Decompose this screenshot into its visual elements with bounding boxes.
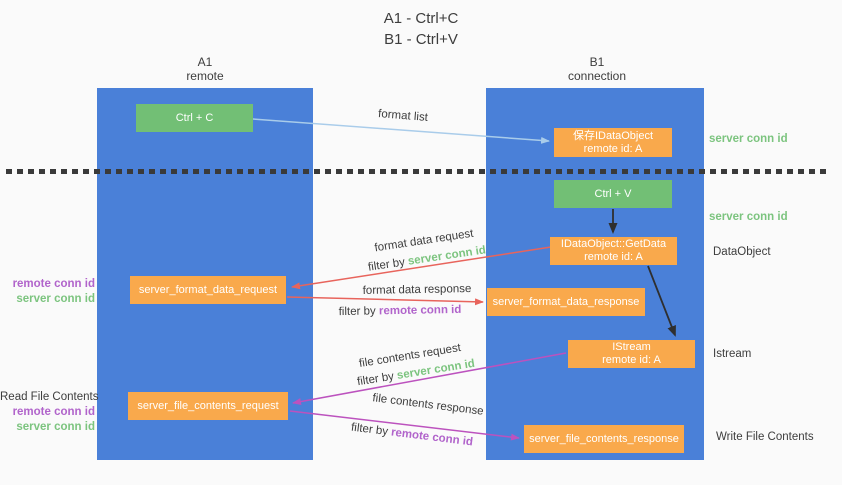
node-server-format-data-response-label: server_format_data_response (492, 295, 640, 308)
lane-b1-subtitle: connection (567, 69, 627, 83)
arrow-format-data-response (286, 296, 484, 306)
node-istream: IStream remote id: A (568, 340, 695, 368)
arrow-file-contents-request (292, 352, 567, 406)
node-save-idataobject: 保存IDataObject remote id: A (554, 128, 672, 157)
annotation-read-file-contents: Read File Contents (0, 391, 99, 403)
lane-b1-name: B1 (589, 55, 605, 69)
node-save-idataobject-line1: 保存IDataObject (572, 129, 654, 142)
remote-conn-id-text: remote conn id (378, 303, 462, 318)
arrow-getdata-to-istream (647, 265, 676, 337)
node-idataobject-getdata: IDataObject::GetData remote id: A (550, 237, 677, 265)
node-istream-line2: remote id: A (602, 354, 661, 366)
arrow-format-list (252, 118, 550, 144)
node-server-file-contents-request-label: server_file_contents_request (137, 399, 279, 412)
lane-a1-name: A1 (197, 55, 213, 69)
title-line-1: A1 - Ctrl+C (383, 10, 459, 27)
annotation-conn-ids-top: remote conn id server conn id (0, 277, 95, 307)
annotation-server-conn-id-1: server conn id (16, 293, 95, 305)
node-idataobject-getdata-line2: remote id: A (584, 251, 643, 263)
node-server-file-contents-response: server_file_contents_response (524, 425, 684, 453)
arrow-file-contents-response (289, 410, 520, 441)
annotation-server-conn-id-2: server conn id (16, 421, 95, 433)
node-ctrl-v-label: Ctrl + V (594, 187, 632, 200)
annotation-remote-conn-id-1: remote conn id (12, 278, 95, 290)
node-ctrl-v: Ctrl + V (554, 180, 672, 208)
arrow-format-data-request (291, 246, 552, 290)
node-server-format-data-request: server_format_data_request (130, 276, 286, 304)
title-line-2: B1 - Ctrl+V (384, 31, 458, 48)
annotation-remote-conn-id-2: remote conn id (12, 406, 95, 418)
node-server-file-contents-response-label: server_file_contents_response (529, 432, 679, 445)
node-save-idataobject-line2: remote id: A (583, 142, 643, 155)
node-ctrl-c: Ctrl + C (136, 104, 253, 132)
node-server-format-data-response: server_format_data_response (487, 288, 645, 316)
diagram-title: A1 - Ctrl+C B1 - Ctrl+V (0, 8, 842, 50)
label-format-data-response: format data response (362, 283, 472, 297)
lane-header-a1: A1 remote (125, 55, 285, 83)
node-istream-line1: IStream (612, 341, 651, 353)
node-server-file-contents-request: server_file_contents_request (128, 392, 288, 420)
label-filter-by-remote-conn-id-1: filter by remote conn id (339, 304, 462, 318)
filter-by-text: filter by (338, 305, 376, 319)
node-idataobject-getdata-line1: IDataObject::GetData (560, 238, 667, 250)
annotation-istream: Istream (713, 348, 752, 360)
dotted-divider-line (6, 169, 830, 174)
node-ctrl-c-label: Ctrl + C (175, 111, 214, 124)
lane-header-b1: B1 connection (517, 55, 677, 83)
annotation-read-file-block: Read File Contents remote conn id server… (0, 390, 99, 435)
annotation-server-conn-id-top: server conn id (709, 133, 788, 145)
annotation-dataobject: DataObject (713, 246, 771, 258)
annotation-server-conn-id-mid: server conn id (709, 211, 788, 223)
node-server-format-data-request-label: server_format_data_request (138, 283, 278, 296)
lane-a1-subtitle: remote (186, 69, 224, 83)
annotation-write-file-contents: Write File Contents (716, 431, 814, 443)
